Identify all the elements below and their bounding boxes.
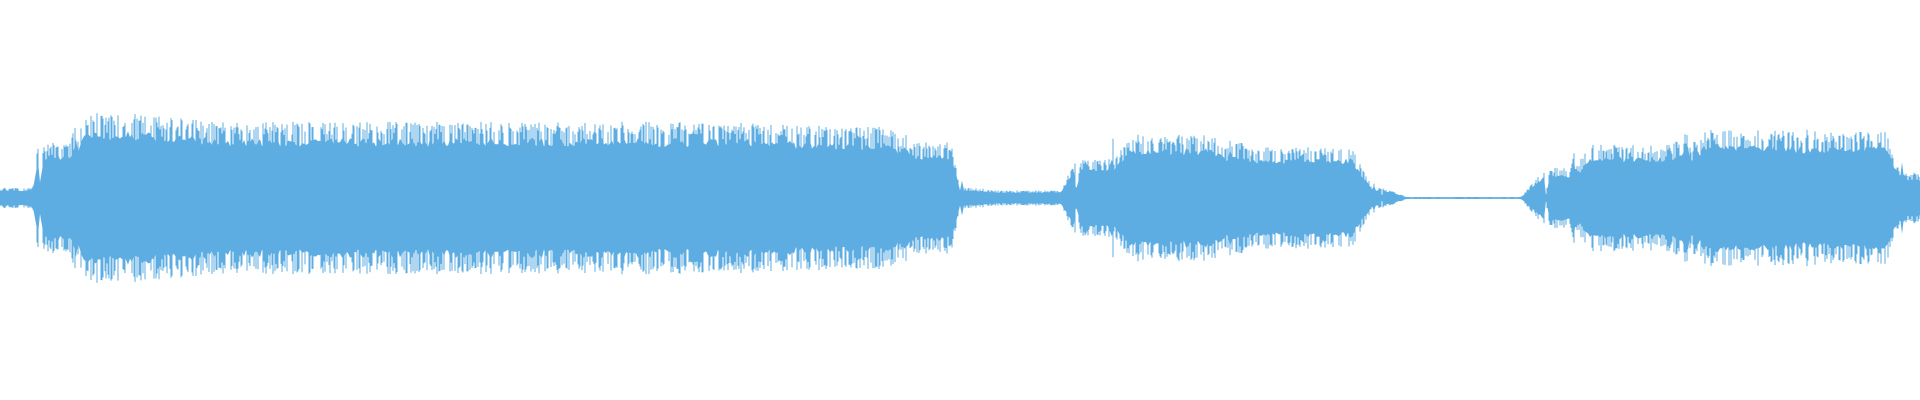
waveform-bars	[0, 113, 1920, 283]
